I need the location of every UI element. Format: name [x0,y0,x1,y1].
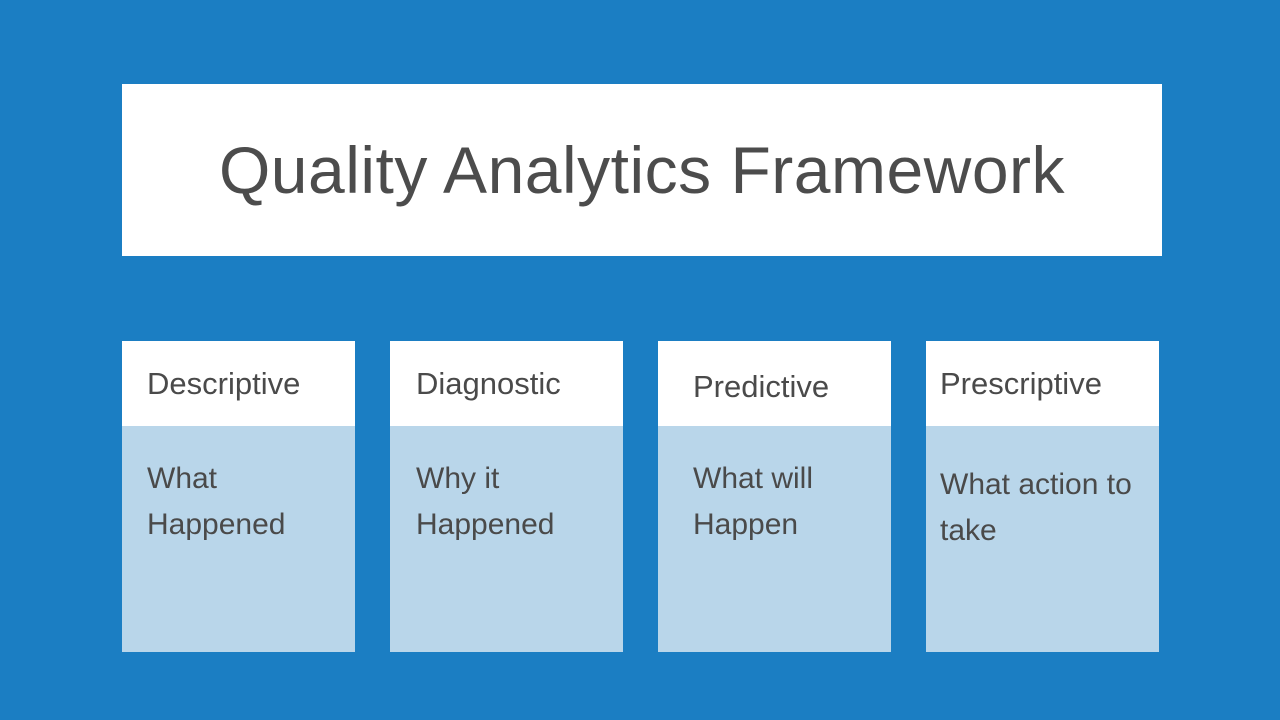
card-prescriptive: Prescriptive What action to take [926,341,1159,652]
card-header: Descriptive [122,341,355,426]
card-body-text: What action to take [926,426,1159,652]
card-predictive: Predictive What will Happen [658,341,891,652]
card-descriptive: Descriptive What Happened [122,341,355,652]
card-header-label: Diagnostic [416,365,561,401]
card-header: Diagnostic [390,341,623,426]
card-header: Predictive [658,341,891,426]
card-body-text: Why it Happened [390,426,623,652]
slide-title: Quality Analytics Framework [218,133,1066,207]
card-header-label: Descriptive [147,365,301,401]
card-diagnostic: Diagnostic Why it Happened [390,341,623,652]
card-header-label: Predictive [693,369,830,404]
analytics-cards-row: Descriptive What Happened Diagnostic Why… [122,341,1162,652]
card-header-label: Prescriptive [940,365,1102,401]
slide-title-box: Quality Analytics Framework [122,84,1162,256]
card-body-text: What Happened [122,426,355,652]
card-header: Prescriptive [926,341,1159,426]
card-body-text: What will Happen [658,426,891,652]
